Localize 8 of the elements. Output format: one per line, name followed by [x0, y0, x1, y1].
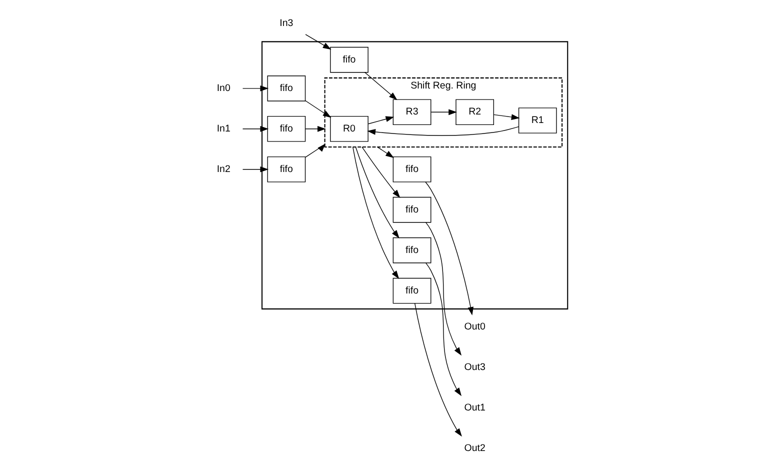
node-text: Out3: [464, 362, 486, 374]
node-text: Out2: [464, 443, 486, 454]
node-text: In2: [216, 164, 230, 175]
node-text: In1: [216, 123, 230, 134]
node-text: In0: [216, 83, 230, 94]
node-text: In3: [280, 18, 294, 30]
node-text: Out0: [464, 322, 486, 333]
node-text: Out1: [464, 402, 486, 414]
